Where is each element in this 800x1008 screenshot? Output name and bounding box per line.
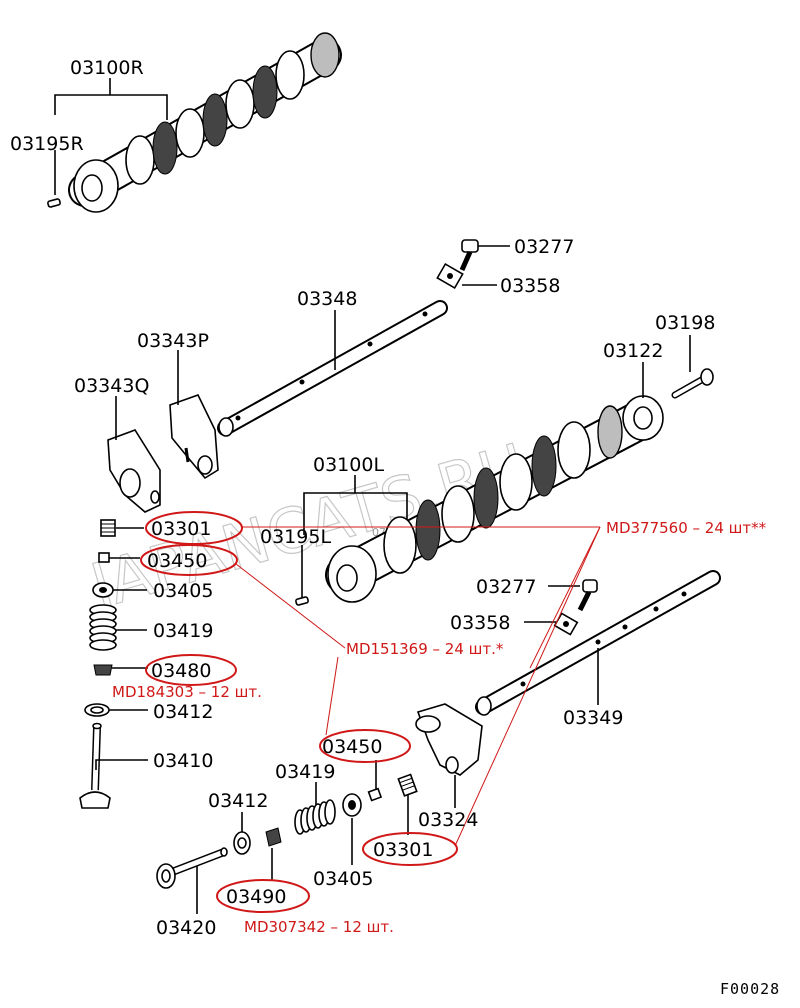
- valve-stack-lower-drawing: [156, 773, 418, 889]
- annotation-md151369: MD151369 – 24 шт.*: [346, 640, 504, 658]
- rocker-arm-p-drawing: [169, 394, 219, 480]
- label-03343P: 03343P: [137, 330, 209, 352]
- rocker-arm-lower-drawing: [415, 703, 483, 776]
- label-03122: 03122: [603, 340, 663, 362]
- rocker-shaft-lower-drawing: [475, 570, 721, 716]
- valve-stack-left-drawing: [79, 519, 117, 809]
- part-number-annotations: MD377560 – 24 шт** MD151369 – 24 шт.* MD…: [112, 519, 767, 936]
- annotation-md307342: MD307342 – 12 шт.: [244, 918, 394, 936]
- label-03405-upper: 03405: [153, 580, 213, 602]
- label-03490: 03490: [226, 886, 286, 908]
- label-03301-upper: 03301: [151, 518, 211, 540]
- annotation-md184303: MD184303 – 12 шт.: [112, 683, 262, 701]
- label-03420: 03420: [156, 917, 216, 939]
- label-03195R: 03195R: [10, 133, 84, 155]
- label-03348: 03348: [297, 288, 357, 310]
- label-03419-upper: 03419: [153, 620, 213, 642]
- camshaft-right-drawing: [47, 32, 342, 213]
- label-03301-lower: 03301: [373, 839, 433, 861]
- red-leader-lines: [235, 526, 601, 847]
- label-03358-upper: 03358: [500, 275, 560, 297]
- label-03100L: 03100L: [313, 454, 384, 476]
- rocker-arm-q-drawing: [107, 429, 161, 513]
- label-03450-lower: 03450: [322, 736, 382, 758]
- bolt-lower-drawing: [553, 579, 598, 636]
- red-highlights: [140, 511, 458, 913]
- label-03450-upper: 03450: [147, 550, 207, 572]
- label-03277-upper: 03277: [514, 236, 574, 258]
- camshaft-left-drawing: [295, 368, 714, 606]
- label-03410: 03410: [153, 750, 213, 772]
- label-03195L: 03195L: [260, 526, 331, 548]
- label-03198: 03198: [655, 312, 715, 334]
- label-03343Q: 03343Q: [74, 375, 149, 397]
- label-03412-lower: 03412: [208, 790, 268, 812]
- label-03412-upper: 03412: [153, 701, 213, 723]
- label-03100R: 03100R: [70, 57, 144, 79]
- part-labels: 03100R 03195R 03277 03358 03348 03198 03…: [10, 57, 715, 939]
- label-03480: 03480: [151, 660, 211, 682]
- label-03324: 03324: [418, 809, 478, 831]
- rocker-shaft-upper-drawing: [217, 300, 448, 437]
- label-03358-lower: 03358: [450, 612, 510, 634]
- leader-lines: [54, 78, 691, 914]
- diagram-code: F00028: [720, 980, 780, 998]
- label-03349: 03349: [563, 707, 623, 729]
- label-03277-lower: 03277: [476, 576, 536, 598]
- annotation-md377560: MD377560 – 24 шт**: [606, 519, 767, 537]
- bolt-upper-drawing: [436, 239, 479, 290]
- label-03419-lower: 03419: [275, 761, 335, 783]
- label-03405-lower: 03405: [313, 868, 373, 890]
